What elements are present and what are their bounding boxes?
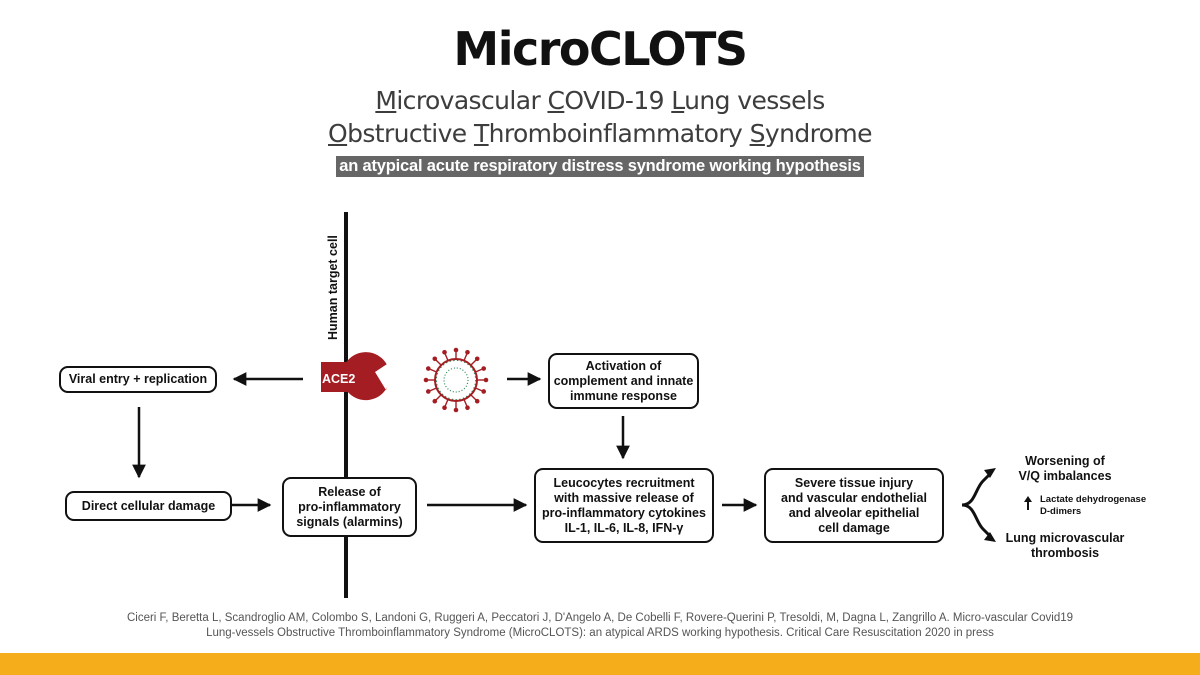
tagline: an atypical acute respiratory distress s… bbox=[0, 156, 1200, 177]
virus-spike bbox=[470, 394, 477, 401]
subtitle-line-2: Obstructive Thromboinflammatory Syndrome bbox=[0, 119, 1200, 148]
footer-bar bbox=[0, 653, 1200, 675]
tissue-injury-box: Severe tissue injury and vascular endoth… bbox=[764, 468, 944, 543]
subtitle-word: hromboinflammatory bbox=[488, 119, 750, 148]
leucocytes-line: IL-1, IL-6, IL-8, IFN-γ bbox=[564, 520, 684, 535]
membrane-label: Human target cell bbox=[326, 235, 340, 340]
leucocytes-box: Leucocytes recruitment with massive rele… bbox=[534, 468, 714, 543]
page-title: MicroCLOTS bbox=[453, 22, 748, 76]
activation-line: immune response bbox=[570, 388, 677, 403]
virus-envelope bbox=[434, 358, 478, 402]
virus-spike-tip bbox=[425, 366, 431, 371]
activation-line: complement and innate bbox=[553, 373, 694, 388]
virus-spike bbox=[429, 387, 437, 392]
release-line: pro-inflammatory bbox=[298, 499, 401, 514]
tissue-injury-line: cell damage bbox=[818, 520, 890, 535]
virus-spike bbox=[470, 359, 477, 366]
brace-arrow-down bbox=[984, 532, 996, 542]
marker-ldh: Lactate dehydrogenase bbox=[1040, 494, 1147, 505]
subtitle-initial-o: O bbox=[328, 119, 348, 148]
worsening-line: V/Q imbalances bbox=[1018, 469, 1112, 483]
ace2-label: ACE2 bbox=[322, 372, 356, 386]
release-line: signals (alarmins) bbox=[296, 514, 403, 529]
worsening-line: Worsening of bbox=[1025, 454, 1105, 468]
marker-d-dimers: D-dimers bbox=[1040, 506, 1082, 517]
tissue-injury-line: and alveolar epithelial bbox=[788, 505, 920, 520]
subtitle-line-1: Microvascular COVID-19 Lung vessels bbox=[0, 86, 1200, 115]
virus-spike bbox=[429, 368, 437, 373]
virus-spike-tip bbox=[474, 398, 480, 404]
virus-spike bbox=[475, 387, 483, 392]
subtitle-word: icrovascular bbox=[396, 86, 548, 115]
virus-spike bbox=[444, 399, 449, 407]
virus-spike-tip bbox=[481, 366, 487, 371]
direct-damage-label: Direct cellular damage bbox=[81, 498, 216, 513]
activation-line: Activation of bbox=[585, 358, 662, 373]
citation-line-1: Ciceri F, Beretta L, Scandroglio AM, Col… bbox=[126, 612, 1074, 624]
virus-spike bbox=[435, 394, 442, 401]
virus-spike-tip bbox=[442, 405, 447, 411]
tissue-injury-line: Severe tissue injury bbox=[794, 475, 914, 490]
subtitle-initial-l: L bbox=[671, 86, 685, 115]
subtitle-initial-s: S bbox=[749, 119, 766, 148]
worsening-outcome: Worsening of V/Q imbalances bbox=[1005, 454, 1125, 484]
virus-spike bbox=[444, 353, 449, 361]
leucocytes-line: pro-inflammatory cytokines bbox=[542, 505, 706, 520]
subtitle-initial-c: C bbox=[547, 86, 565, 115]
subtitle-initial-t: T bbox=[473, 119, 489, 148]
virus-spike-tip bbox=[474, 356, 480, 362]
thrombosis-outcome: Lung microvascular thrombosis bbox=[1000, 531, 1130, 561]
subtitle-word: yndrome bbox=[764, 119, 873, 148]
coronavirus-icon bbox=[423, 347, 489, 413]
virus-spike-tip bbox=[423, 377, 429, 383]
thrombosis-line: thrombosis bbox=[1030, 546, 1100, 560]
lab-markers: Lactate dehydrogenase D-dimers bbox=[1040, 494, 1146, 518]
citation-line-2: Lung-vessels Obstructive Thromboinflamma… bbox=[206, 627, 994, 639]
virus-spike-tip bbox=[453, 407, 459, 413]
subtitle-word: bstructive bbox=[347, 119, 474, 148]
subtitle-word: ung vessels bbox=[684, 86, 825, 115]
virus-spike-tip bbox=[453, 347, 459, 353]
subtitle-word: OVID-19 bbox=[564, 86, 672, 115]
viral-entry-box: Viral entry + replication bbox=[59, 366, 217, 393]
activation-box: Activation of complement and innate immu… bbox=[548, 353, 699, 409]
virus-spike-tip bbox=[481, 389, 487, 394]
thrombosis-line: Lung microvascular bbox=[1005, 531, 1125, 545]
viral-entry-label: Viral entry + replication bbox=[68, 372, 208, 386]
virus-spike bbox=[463, 399, 468, 407]
virus-spike-tip bbox=[465, 405, 470, 411]
release-line: Release of bbox=[318, 484, 381, 499]
virus-spike-tip bbox=[442, 349, 447, 355]
virus-spike bbox=[435, 359, 442, 366]
virus-spike-tip bbox=[465, 349, 470, 355]
up-arrow-icon bbox=[1024, 496, 1032, 510]
virus-spike-tip bbox=[425, 389, 431, 394]
virus-spike bbox=[475, 368, 483, 373]
virus-spike bbox=[463, 353, 468, 361]
ace2-receptor-icon bbox=[321, 352, 389, 401]
leucocytes-line: with massive release of bbox=[554, 490, 694, 505]
tissue-injury-line: and vascular endothelial bbox=[781, 490, 927, 505]
virus-spike-tip bbox=[432, 356, 438, 362]
direct-damage-box: Direct cellular damage bbox=[65, 491, 232, 521]
tagline-text: an atypical acute respiratory distress s… bbox=[336, 156, 864, 177]
virus-spike-tip bbox=[483, 377, 489, 383]
leucocytes-line: Leucocytes recruitment bbox=[553, 475, 695, 490]
outcome-brace bbox=[961, 472, 992, 538]
virus-spike-tip bbox=[432, 398, 438, 404]
release-signals-box: Release of pro-inflammatory signals (ala… bbox=[282, 477, 417, 537]
subtitle-initial-m: M bbox=[375, 86, 397, 115]
brace-arrow-up bbox=[984, 468, 996, 478]
